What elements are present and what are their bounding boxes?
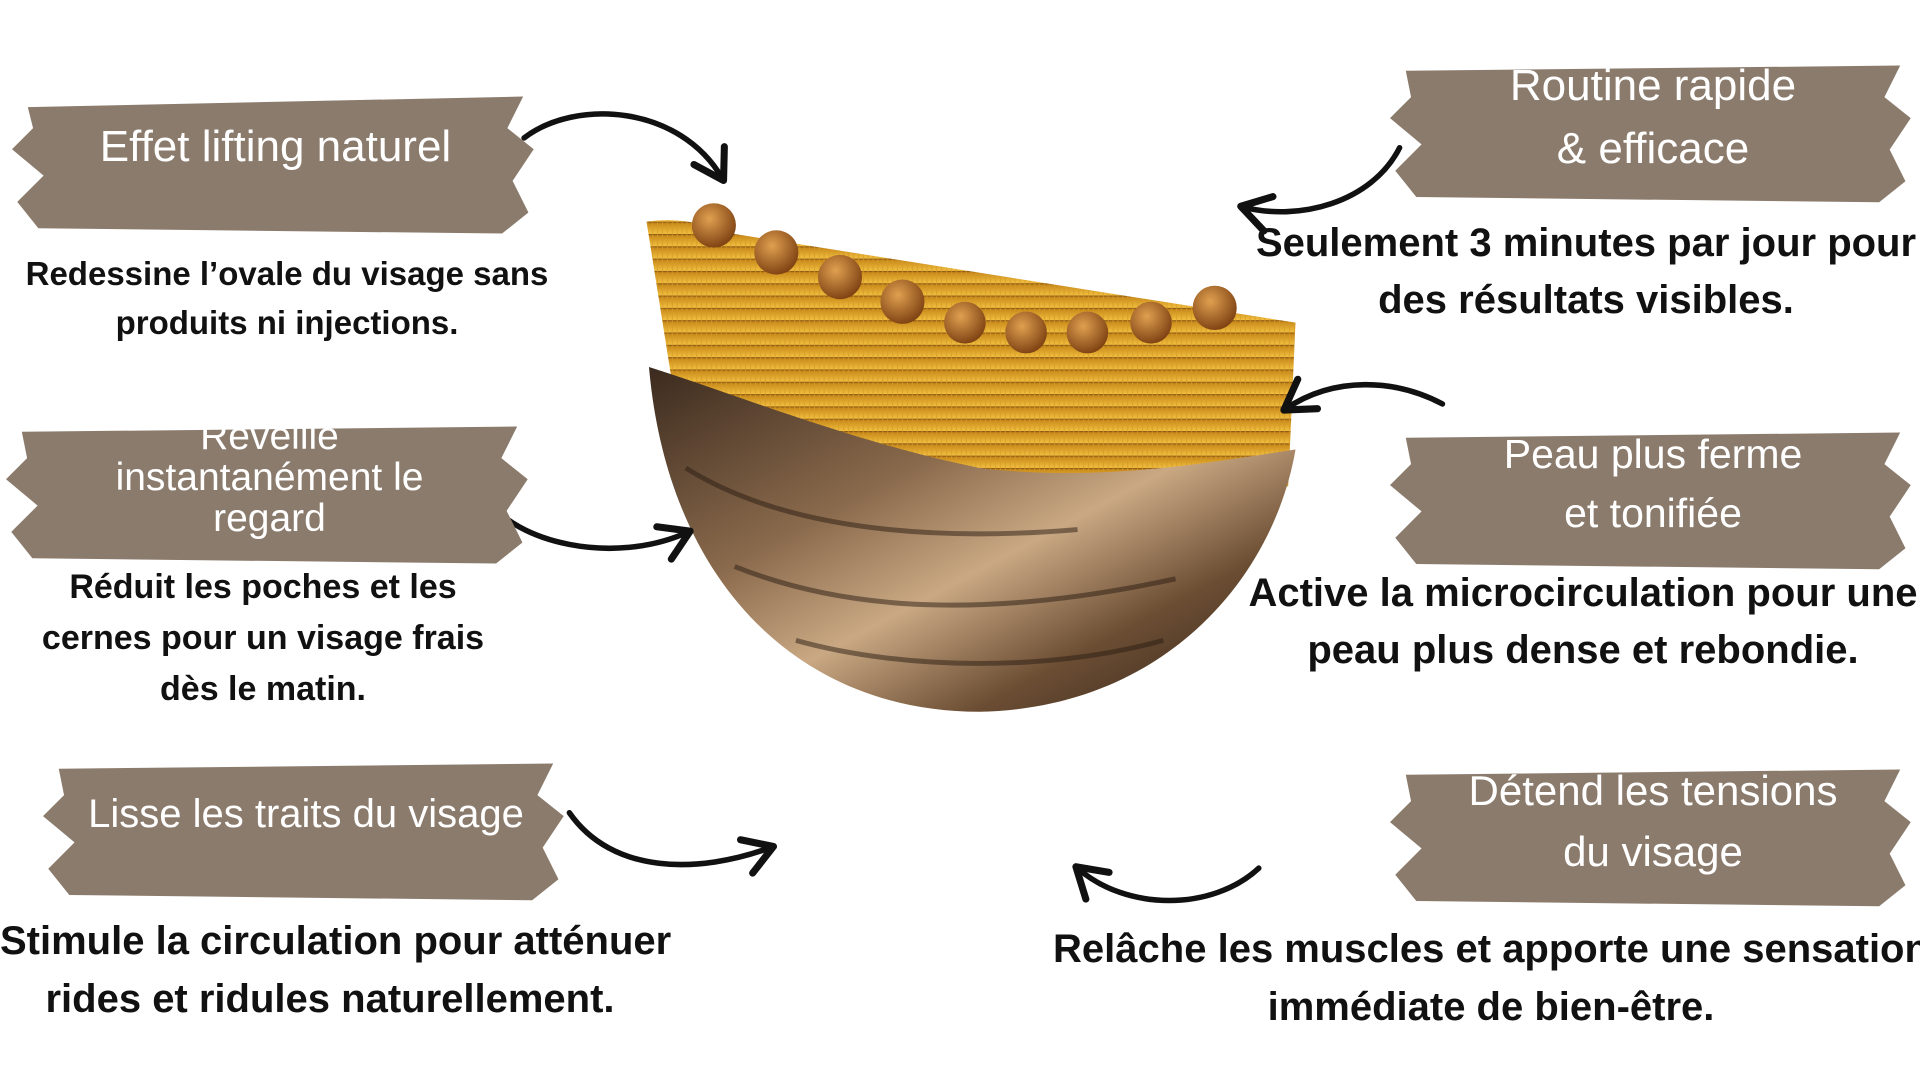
description-line: Seulement 3 minutes par jour pour <box>1255 221 1917 265</box>
feature-title: Peau plus ferme <box>1503 430 1803 477</box>
brush-stroke-background <box>1390 769 1911 907</box>
description-line: immédiate de bien-être. <box>1267 985 1715 1029</box>
description-line: dès le matin. <box>160 670 366 708</box>
feature-title: Routine rapide <box>1509 60 1797 110</box>
description-line: Redessine l’ovale du visage sans <box>25 255 549 292</box>
description-line: produits ni injections. <box>115 304 459 341</box>
feature-title: Lisse les traits du visage <box>88 792 524 836</box>
feature-title: du visage <box>1563 827 1743 875</box>
brush-stroke-background <box>43 763 564 901</box>
wooden-bowl <box>648 366 1296 712</box>
arrow-icon <box>521 111 728 185</box>
feature-title: Effet lifting naturel <box>99 122 452 171</box>
description-line: cernes pour un visage frais <box>41 619 485 657</box>
feature-title: instantanément le <box>115 456 424 499</box>
feature-title-banner: Routine rapide & efficace <box>1390 55 1916 203</box>
feature-title: & efficace <box>1556 123 1750 173</box>
feature-title-banner: Peau plus ferme et tonifiée <box>1390 422 1916 570</box>
feature-description: Seulement 3 minutes par jour pour des rés… <box>1246 215 1920 329</box>
description-line: rides et ridules naturellement. <box>45 977 615 1021</box>
brush-stroke-background <box>1390 65 1911 203</box>
feature-title-banner: Détend les tensions du visage <box>1390 759 1916 907</box>
face-brush-image <box>646 203 1296 712</box>
arrow-icon <box>1072 863 1262 904</box>
brush-stroke-background <box>1390 432 1911 570</box>
description-line: Active la microcirculation pour une <box>1248 571 1918 615</box>
brush-stroke-background <box>12 96 534 234</box>
feature-title: Détend les tensions <box>1468 766 1838 814</box>
description-line: Relâche les muscles et apporte une sensa… <box>1053 927 1920 971</box>
feature-title: regard <box>213 497 326 540</box>
arrows <box>484 111 1446 904</box>
brush-stroke-background <box>6 426 528 564</box>
description-line: des résultats visibles. <box>1378 278 1794 322</box>
feature-description: Réduit les poches et les cernes pour un v… <box>0 562 543 715</box>
massage-beads <box>691 203 1237 354</box>
bristles <box>646 220 1296 487</box>
feature-title-banner: Réveille instantanément le regard <box>6 415 533 564</box>
arrow-icon <box>1237 145 1403 235</box>
feature-description: Relâche les muscles et apporte une sensa… <box>1051 920 1920 1036</box>
description-line: Réduit les poches et les <box>69 568 457 606</box>
description-line: Stimule la circulation pour atténuer <box>0 919 672 963</box>
arrow-icon <box>1280 375 1446 414</box>
feature-title-banner: Lisse les traits du visage <box>43 753 569 901</box>
feature-title-banner: Effet lifting naturel <box>12 86 539 234</box>
feature-title: et tonifiée <box>1564 489 1742 536</box>
arrow-icon <box>566 809 778 877</box>
feature-description: Active la microcirculation pour une peau … <box>1243 565 1920 679</box>
feature-title: Réveille <box>200 415 339 458</box>
description-line: peau plus dense et rebondie. <box>1307 628 1859 672</box>
feature-description: Redessine l’ovale du visage sans produits… <box>7 249 567 347</box>
feature-description: Stimule la circulation pour atténuer ride… <box>0 912 672 1028</box>
